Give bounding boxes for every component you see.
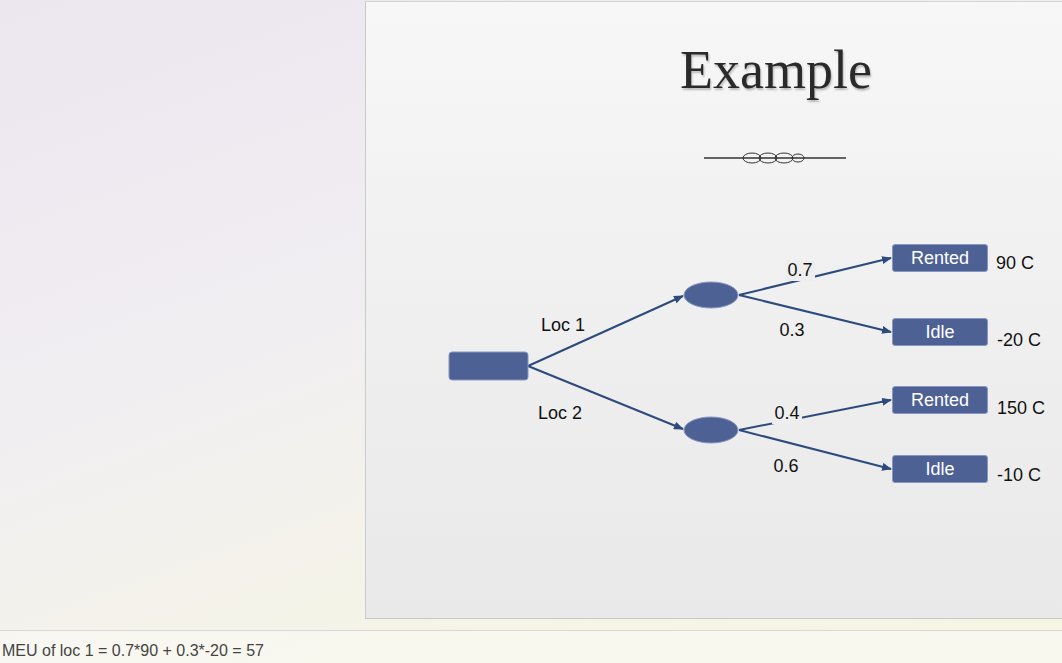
decision-box (449, 352, 528, 380)
probability: 0.4 (772, 403, 801, 424)
chance-node (684, 417, 738, 443)
outcome-box: Idle (892, 318, 988, 346)
payoff-value: 90 C (996, 253, 1034, 274)
outcome-box: Idle (892, 455, 988, 483)
outcome-text: Rented (911, 248, 969, 269)
payoff-value: 150 C (997, 398, 1045, 419)
outcome-text: Idle (925, 459, 954, 480)
speaker-note: MEU of loc 1 = 0.7*90 + 0.3*-20 = 57 (2, 642, 264, 660)
chance-node (684, 282, 738, 308)
payoff-value: -10 C (997, 465, 1041, 486)
branch-label: Loc 2 (538, 403, 582, 424)
probability: 0.7 (785, 260, 814, 281)
outcome-text: Idle (925, 322, 954, 343)
probability: 0.3 (779, 320, 804, 341)
branch-label: Loc 1 (541, 315, 585, 336)
probability: 0.6 (773, 456, 798, 477)
slide-title: Example (680, 39, 872, 101)
ornament (704, 153, 846, 163)
outcome-text: Rented (911, 390, 969, 411)
branch-lines (528, 258, 891, 469)
outcome-box: Rented (892, 386, 988, 414)
outcome-box: Rented (892, 244, 988, 272)
payoff-value: -20 C (997, 330, 1041, 351)
